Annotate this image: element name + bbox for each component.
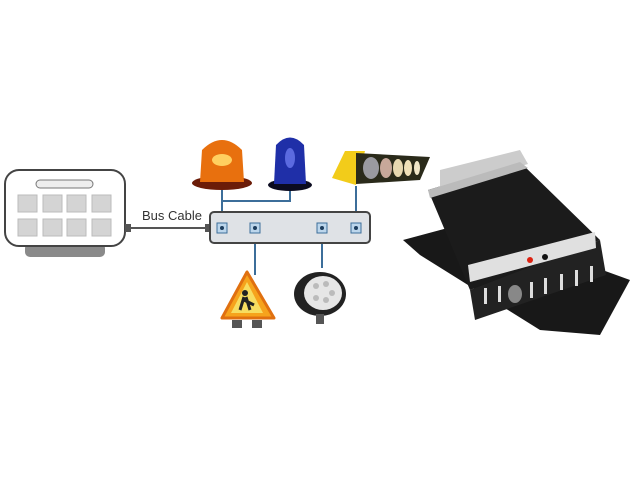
bus-hub <box>209 211 371 244</box>
keypad <box>4 169 126 257</box>
work-light-icon <box>294 272 346 324</box>
amber-beacon <box>192 140 252 190</box>
bus-cable-label: Bus Cable <box>142 208 202 223</box>
road-work-sign-icon <box>220 270 276 328</box>
light-bar <box>332 151 430 185</box>
controller-module <box>403 150 630 335</box>
blue-beacon <box>268 137 312 191</box>
bus-cable <box>125 224 211 232</box>
